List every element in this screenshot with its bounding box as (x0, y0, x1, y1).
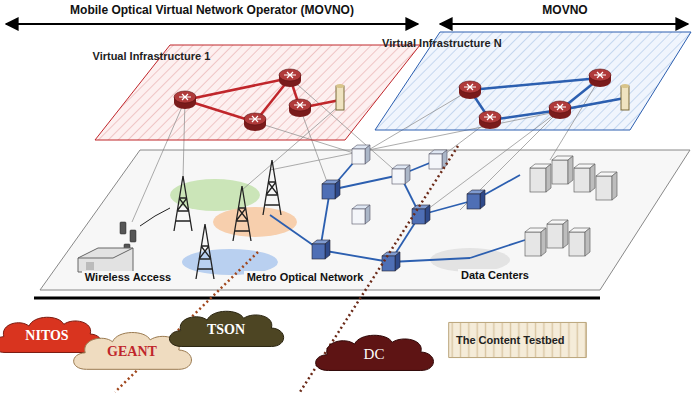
domain-label: Metro Optical Network (244, 271, 367, 283)
testbed-box: The Content Testbed (448, 322, 587, 358)
virtual-infrastructure-plane: Virtual Infrastructure N (375, 32, 691, 130)
node-label: The Content Testbed (448, 334, 565, 346)
node-label: TSON (207, 322, 245, 338)
domain-label: Wireless Access (82, 271, 174, 283)
testbed-cloud: DC (309, 330, 439, 374)
testbed-cloud: TSON (163, 306, 289, 350)
virtual-infrastructure-plane: Virtual Infrastructure 1 (95, 45, 420, 140)
node-label: DC (364, 346, 385, 363)
node-label: Virtual Infrastructure N (382, 37, 502, 49)
node-label: Virtual Infrastructure 1 (93, 50, 211, 62)
node-label: GEANT (107, 344, 157, 360)
node-label: NITOS (25, 328, 68, 344)
operator-label: MOVNO (539, 3, 590, 17)
operator-label: Mobile Optical Virtual Network Operator … (67, 3, 357, 17)
domain-label: Data Centers (458, 269, 532, 281)
